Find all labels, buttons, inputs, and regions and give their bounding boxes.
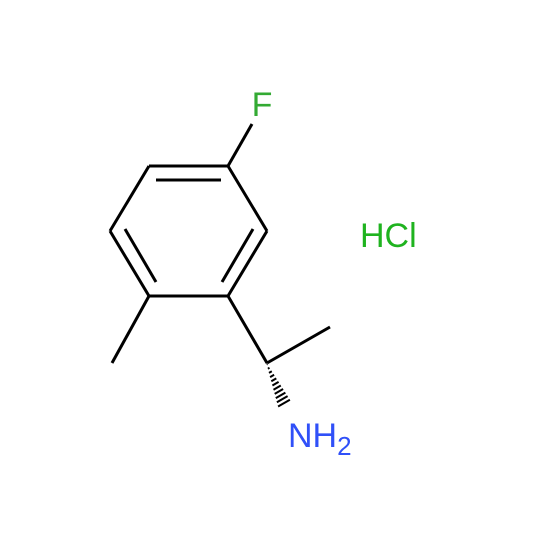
ring-bond-lower-right	[226, 230, 269, 297]
amine-subscript: 2	[337, 431, 351, 461]
bond-to-fluorine	[226, 123, 254, 167]
ring-double-bond-right	[220, 228, 255, 283]
ring-double-bond-left	[123, 228, 158, 283]
bond-chiral-carbon-to-methyl	[266, 325, 331, 365]
bond-to-methyl	[110, 295, 151, 364]
hcl-label: HCl	[360, 217, 417, 255]
hashed-wedge-bond	[266, 363, 291, 408]
ring-bond-upper-right	[226, 165, 269, 232]
ring-bond-lower-left	[108, 230, 151, 297]
ring-bond-upper-left	[108, 165, 151, 232]
amine-symbol: NH	[288, 417, 337, 455]
fluorine-label: F	[252, 86, 273, 124]
amine-label: NH2	[288, 417, 352, 461]
bond-ring-to-chiral-carbon	[226, 295, 269, 364]
